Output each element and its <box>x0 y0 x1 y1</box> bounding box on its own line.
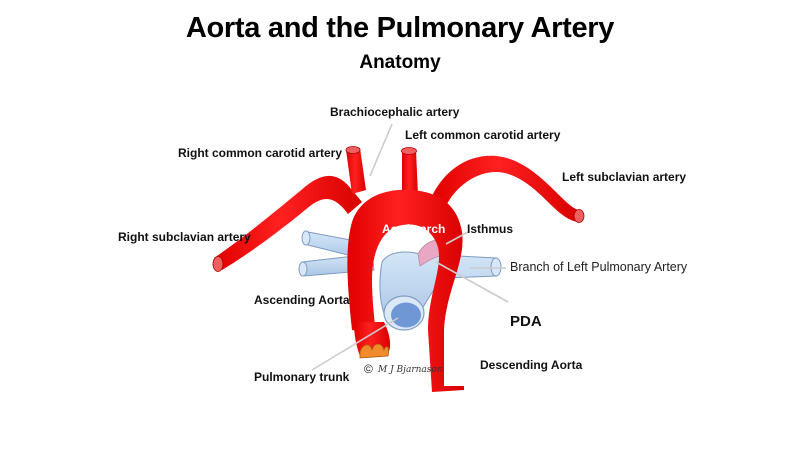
author-signature: © M J Bjarnason <box>364 362 443 376</box>
labels: Brachiocephalic artery Left common carot… <box>118 105 688 384</box>
label-branch-left-pulmonary-artery: Branch of Left Pulmonary Artery <box>510 260 688 274</box>
left-subclavian-artery <box>432 155 580 222</box>
label-aortic-arch: Aortic arch <box>382 222 445 236</box>
pulmonary-trunk-lumen <box>391 302 421 328</box>
right-subclavian-end <box>212 256 224 272</box>
label-descending-aorta: Descending Aorta <box>480 358 583 372</box>
right-pulmonary-lower-end <box>298 261 308 277</box>
label-pulmonary-trunk: Pulmonary trunk <box>254 370 350 384</box>
pointer-pda <box>435 261 509 303</box>
pointer-isthmus <box>445 231 469 245</box>
right-common-carotid-end <box>345 146 361 154</box>
label-left-subclavian-artery: Left subclavian artery <box>562 170 686 184</box>
right-common-carotid-artery <box>346 148 366 194</box>
aortic-valve-cusps <box>359 343 389 359</box>
label-isthmus: Isthmus <box>467 222 513 236</box>
pointer-pulmonary-trunk <box>311 317 399 371</box>
label-ascending-aorta: Ascending Aorta <box>254 293 350 307</box>
left-common-carotid-end <box>401 147 417 155</box>
aorta-group <box>212 146 585 392</box>
author-initials: M J Bjarnason <box>377 365 443 375</box>
diagram-title: Aorta and the Pulmonary Artery <box>185 12 615 44</box>
label-left-common-carotid-artery: Left common carotid artery <box>405 128 561 142</box>
copyright-symbol: © <box>364 362 373 376</box>
pointer-brachiocephalic <box>369 123 393 177</box>
left-pulmonary-branch-end <box>490 257 502 277</box>
label-pda: PDA <box>510 313 542 330</box>
label-brachiocephalic-artery: Brachiocephalic artery <box>330 105 460 119</box>
label-right-subclavian-artery: Right subclavian artery <box>118 230 251 244</box>
aortic-arch-body <box>347 189 464 392</box>
right-subclavian-artery <box>214 175 362 270</box>
label-right-common-carotid-artery: Right common carotid artery <box>178 146 342 160</box>
diagram-subtitle: Anatomy <box>359 52 441 73</box>
left-common-carotid-artery <box>402 150 418 196</box>
right-pulmonary-upper-end <box>301 230 311 246</box>
pointer-lines <box>311 123 509 371</box>
left-subclavian-end <box>573 209 585 223</box>
